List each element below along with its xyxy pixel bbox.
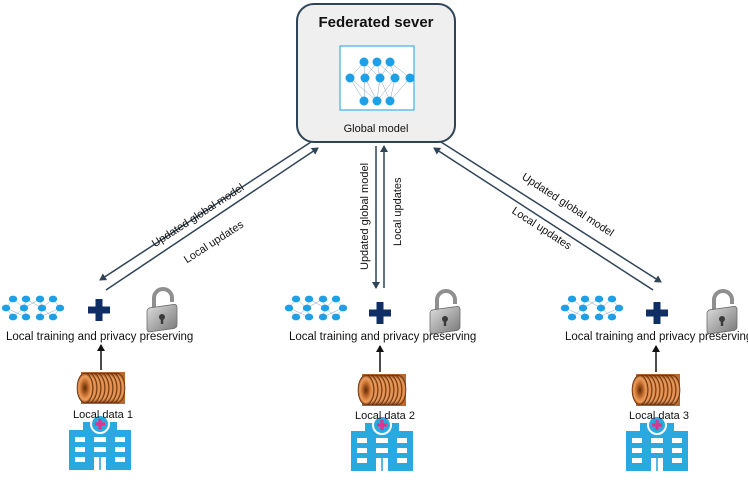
padlock-icon — [145, 287, 179, 335]
neural-network-icon — [1, 295, 65, 321]
arrow-local-updates-3 — [433, 147, 654, 291]
hospital-icon — [68, 414, 132, 471]
hospital-icon — [625, 415, 689, 472]
padlock-icon — [705, 289, 739, 337]
padlock-icon — [428, 289, 462, 337]
data-stack-icon — [631, 373, 681, 407]
global-model-icon — [339, 45, 415, 111]
arrow-local-updates-1 — [105, 147, 319, 291]
client-1-data-label: Local data 1 — [73, 409, 133, 421]
updated-global-model-label-2: Updated global model — [359, 162, 371, 270]
neural-network-icon — [284, 295, 348, 321]
neural-network-icon — [560, 295, 624, 321]
data-stack-icon — [357, 373, 407, 407]
client-1-title: Local training and privacy preserving — [6, 331, 194, 343]
plus-icon — [88, 299, 110, 321]
client-3-title: Local training and privacy preserving — [565, 331, 748, 343]
client-2-data-label: Local data 2 — [355, 410, 415, 422]
arrow-updated-global-model-3 — [440, 141, 662, 283]
server-title: Federated sever — [318, 14, 434, 31]
global-model-label: Global model — [343, 123, 409, 135]
hospital-icon — [350, 415, 414, 472]
client-3-data-label: Local data 3 — [629, 410, 689, 422]
plus-icon — [646, 302, 668, 324]
data-stack-icon — [76, 371, 126, 405]
plus-icon — [369, 302, 391, 324]
arrow-updated-global-model-1 — [99, 141, 312, 281]
local-updates-label-2: Local updates — [392, 177, 404, 247]
client-2-title: Local training and privacy preserving — [289, 331, 477, 343]
